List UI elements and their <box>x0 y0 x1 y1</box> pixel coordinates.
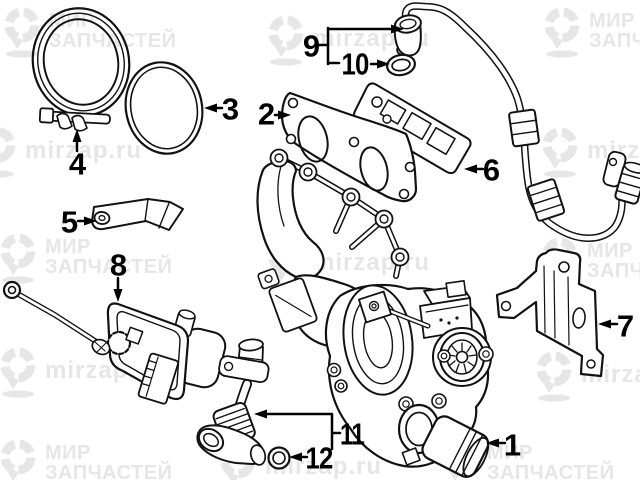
part-drawing-oil-feed-pipe <box>393 2 640 242</box>
callout-7-label: 7 <box>617 309 633 344</box>
callout-1-label: 1 <box>504 428 521 463</box>
watermark-brand-line2: ЗАПЧАСТЕЙ <box>45 256 173 278</box>
watermark-site: mirzap.ru <box>313 249 431 276</box>
callout-3-label: 3 <box>222 92 239 127</box>
part-drawing-oil-return-pipe <box>196 338 270 466</box>
watermark-brand-line1: МИР <box>487 442 533 464</box>
watermark-brand-line2: ЗАПЧАСТЕЙ <box>45 462 173 480</box>
watermark-brand-line1: МИР <box>45 236 91 258</box>
watermark-brand-line2: ЗАПЧАСТЕЙ <box>589 30 640 52</box>
watermark-brand-line2: ЗАПЧАСТЕЙ <box>487 462 615 480</box>
callout-11-label: 11 <box>340 417 365 452</box>
part-drawing-bracket <box>91 198 184 231</box>
watermark-brand-line1: МИР <box>587 240 633 262</box>
watermark-brand-line2: ЗАПЧАСТЕЙ <box>587 260 640 282</box>
watermark-brand-line1: МИР <box>45 442 91 464</box>
part-drawing-heat-shield <box>495 248 605 378</box>
part-drawing-o-ring-lower <box>267 446 291 470</box>
part-drawing-manifold-gasket <box>280 91 418 203</box>
callout-8-label: 8 <box>110 248 127 283</box>
watermark-site: mirzap.ru <box>25 137 143 164</box>
callout-5-label: 5 <box>61 205 78 240</box>
watermark-brand-line1: МИР <box>589 10 635 32</box>
part-drawing-seal-ring <box>124 61 204 155</box>
callout-10-label: 10 <box>342 47 369 82</box>
part-drawing-o-ring-upper <box>386 53 416 77</box>
callout-leader-lines <box>75 26 619 459</box>
part-drawing-heat-shield-gasket <box>353 82 472 175</box>
watermark-tile: mirzap.ru <box>0 124 142 178</box>
part-drawing-actuator <box>2 280 227 405</box>
part-drawing-exhaust-manifold <box>256 148 410 349</box>
callout-6-label: 6 <box>483 153 500 188</box>
callout-arrowheads <box>72 24 611 462</box>
callout-12-label: 12 <box>306 441 333 476</box>
part-drawing-clamp <box>31 7 131 132</box>
callout-9-label: 9 <box>303 29 320 64</box>
part-drawing-turbocharger <box>324 280 494 478</box>
callout-2-label: 2 <box>258 97 274 132</box>
callout-4-label: 4 <box>69 147 87 182</box>
watermark-tile: mirzap.ru <box>266 236 430 290</box>
